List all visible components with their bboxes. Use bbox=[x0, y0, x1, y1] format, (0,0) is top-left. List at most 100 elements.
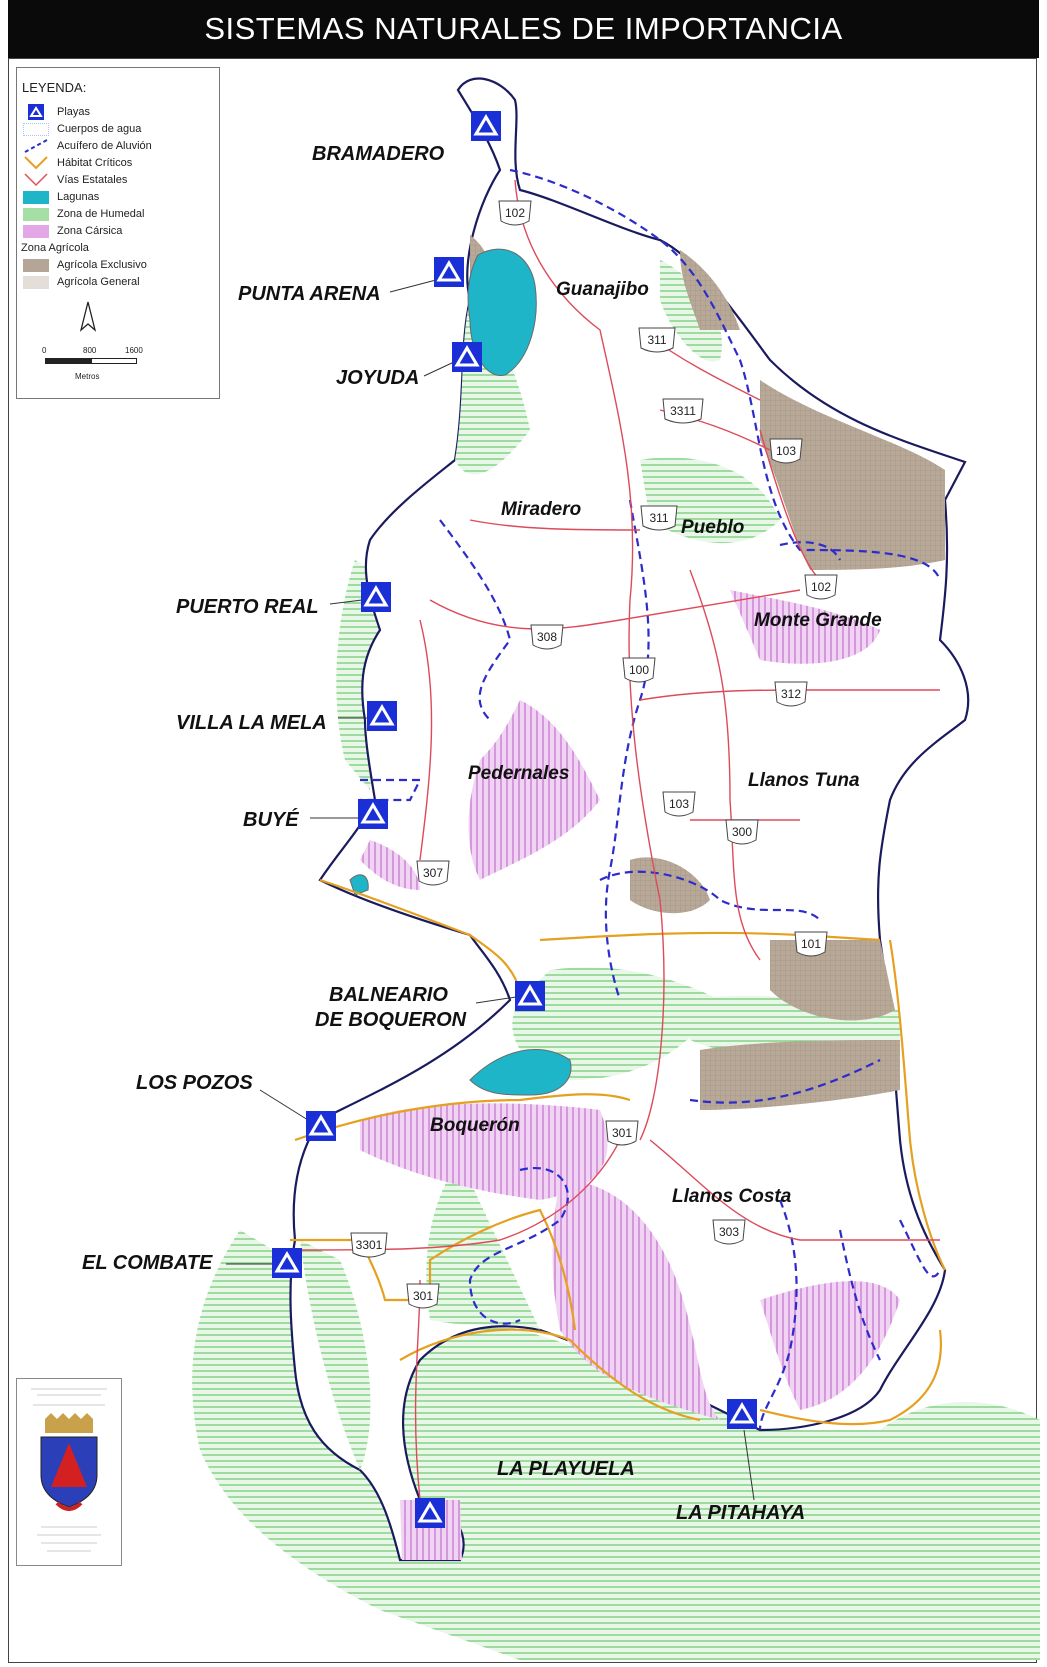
beach-markers bbox=[272, 111, 757, 1528]
karst-zones bbox=[360, 590, 900, 1560]
beach-marker-icon bbox=[306, 1111, 336, 1141]
route-label: 103 bbox=[776, 444, 796, 458]
beach-label: BUYÉ bbox=[243, 808, 299, 831]
scale-tick: 0 bbox=[42, 346, 47, 355]
legend-label: Zona de Humedal bbox=[57, 208, 145, 220]
beach-marker-icon bbox=[434, 257, 464, 287]
karst-swatch bbox=[23, 224, 49, 238]
map-legend: LEYENDA: Playas Cuerpos de agua Acuífero… bbox=[16, 67, 220, 399]
beach-marker-icon bbox=[361, 582, 391, 612]
legend-item-agri-exclusive: Agrícola Exclusivo bbox=[23, 257, 147, 273]
alluvial-aquifer bbox=[360, 168, 942, 1431]
route-label: 102 bbox=[505, 206, 525, 220]
critical-habitat bbox=[290, 878, 946, 1426]
route-label: 303 bbox=[719, 1225, 739, 1239]
beach-marker-icon bbox=[471, 111, 501, 141]
agri-exclusive-swatch bbox=[23, 258, 49, 272]
agricultural-exclusive-zones bbox=[470, 235, 945, 1110]
scale-tick: 1600 bbox=[125, 346, 143, 355]
north-arrow-icon bbox=[79, 301, 97, 332]
lagoons bbox=[349, 248, 572, 1096]
aquifer-swatch bbox=[24, 139, 48, 153]
beach-label: PUERTO REAL bbox=[176, 596, 319, 618]
route-label: 307 bbox=[423, 866, 443, 880]
beach-leaders bbox=[226, 279, 755, 1501]
route-label: 301 bbox=[413, 1289, 433, 1303]
route-label: 312 bbox=[781, 687, 801, 701]
legend-label: Hábitat Críticos bbox=[57, 157, 133, 169]
place-label: Boquerón bbox=[430, 1115, 520, 1136]
route-label: 103 bbox=[669, 797, 689, 811]
route-label: 300 bbox=[732, 825, 752, 839]
place-label: Llanos Tuna bbox=[748, 770, 860, 791]
legend-item-karst: Zona Cársica bbox=[23, 223, 122, 239]
legend-label: Agrícola Exclusivo bbox=[57, 259, 147, 271]
legend-label: Vías Estatales bbox=[57, 174, 128, 186]
wetland-zones bbox=[300, 260, 900, 1470]
beach-label: VILLA LA MELA bbox=[176, 712, 327, 734]
legend-heading: LEYENDA: bbox=[22, 80, 87, 95]
map-frame bbox=[8, 58, 1037, 1663]
beach-label: LA PLAYUELA bbox=[497, 1458, 635, 1480]
state-roads bbox=[299, 179, 940, 1501]
legend-label: Acuífero de Aluvión bbox=[57, 140, 152, 152]
legend-label: Cuerpos de agua bbox=[57, 123, 142, 135]
beach-labels: BRAMADERO PUNTA ARENA JOYUDA PUERTO REAL… bbox=[82, 143, 805, 1524]
agri-general-swatch bbox=[23, 275, 49, 289]
coat-of-arms-icon bbox=[31, 1388, 107, 1552]
beach-label: BALNEARIO bbox=[329, 984, 448, 1006]
place-labels: Guanajibo Miradero Pueblo Monte Grande P… bbox=[430, 279, 882, 1207]
beach-label: PUNTA ARENA bbox=[238, 283, 381, 305]
beach-label: LOS POZOS bbox=[136, 1072, 253, 1094]
scale-tick: 800 bbox=[83, 346, 97, 355]
legend-label: Playas bbox=[57, 106, 91, 118]
legend-item-beaches: Playas bbox=[23, 104, 90, 120]
place-label: Llanos Costa bbox=[672, 1186, 792, 1207]
route-label: 101 bbox=[801, 937, 821, 951]
beach-label: EL COMBATE bbox=[82, 1252, 213, 1274]
beach-marker-icon bbox=[28, 104, 44, 120]
route-label: 301 bbox=[612, 1126, 632, 1140]
map-title: SISTEMAS NATURALES DE IMPORTANCIA bbox=[8, 0, 1039, 58]
route-label: 102 bbox=[811, 580, 831, 594]
route-label: 311 bbox=[649, 511, 668, 525]
route-label: 3301 bbox=[356, 1238, 383, 1252]
wetland-swatch bbox=[23, 207, 49, 221]
legend-label: Agrícola General bbox=[57, 276, 140, 288]
beach-label: JOYUDA bbox=[336, 367, 419, 389]
legend-item-roads: Vías Estatales bbox=[23, 172, 127, 188]
beach-marker-icon bbox=[358, 799, 388, 829]
beach-label: DE BOQUERON bbox=[315, 1009, 467, 1031]
beach-label: LA PITAHAYA bbox=[676, 1502, 805, 1524]
route-label: 100 bbox=[629, 663, 649, 677]
legend-item-lagoons: Lagunas bbox=[23, 189, 99, 205]
beach-marker-icon bbox=[452, 342, 482, 372]
habitat-swatch bbox=[24, 156, 48, 170]
place-label: Pueblo bbox=[681, 517, 744, 538]
place-label: Guanajibo bbox=[556, 279, 649, 300]
legend-label: Lagunas bbox=[57, 191, 100, 203]
legend-label: Zona Cársica bbox=[57, 225, 123, 237]
route-label: 311 bbox=[647, 333, 666, 347]
legend-item-agri-general: Agrícola General bbox=[23, 274, 140, 290]
legend-item-wetland: Zona de Humedal bbox=[23, 206, 144, 222]
beach-marker-icon bbox=[272, 1248, 302, 1278]
water-swatch bbox=[23, 122, 49, 136]
route-label: 308 bbox=[537, 630, 557, 644]
legend-item-aquifer: Acuífero de Aluvión bbox=[23, 138, 152, 154]
beach-marker-icon bbox=[415, 1498, 445, 1528]
scale-unit: Metros bbox=[75, 372, 100, 381]
legend-item-water: Cuerpos de agua bbox=[23, 121, 141, 137]
municipal-seal bbox=[16, 1378, 122, 1566]
beach-marker-icon bbox=[515, 981, 545, 1011]
place-label: Monte Grande bbox=[754, 610, 882, 631]
scale-bar bbox=[45, 358, 137, 364]
place-label: Miradero bbox=[501, 499, 581, 520]
roads-swatch bbox=[24, 173, 48, 187]
legend-item-habitat: Hábitat Críticos bbox=[23, 155, 132, 171]
beach-marker-icon bbox=[367, 701, 397, 731]
lagoon-swatch bbox=[23, 190, 49, 204]
route-shields: 102 311 3311 103 311 102 308 100 312 103… bbox=[350, 200, 838, 1309]
place-label: Pedernales bbox=[468, 763, 569, 784]
